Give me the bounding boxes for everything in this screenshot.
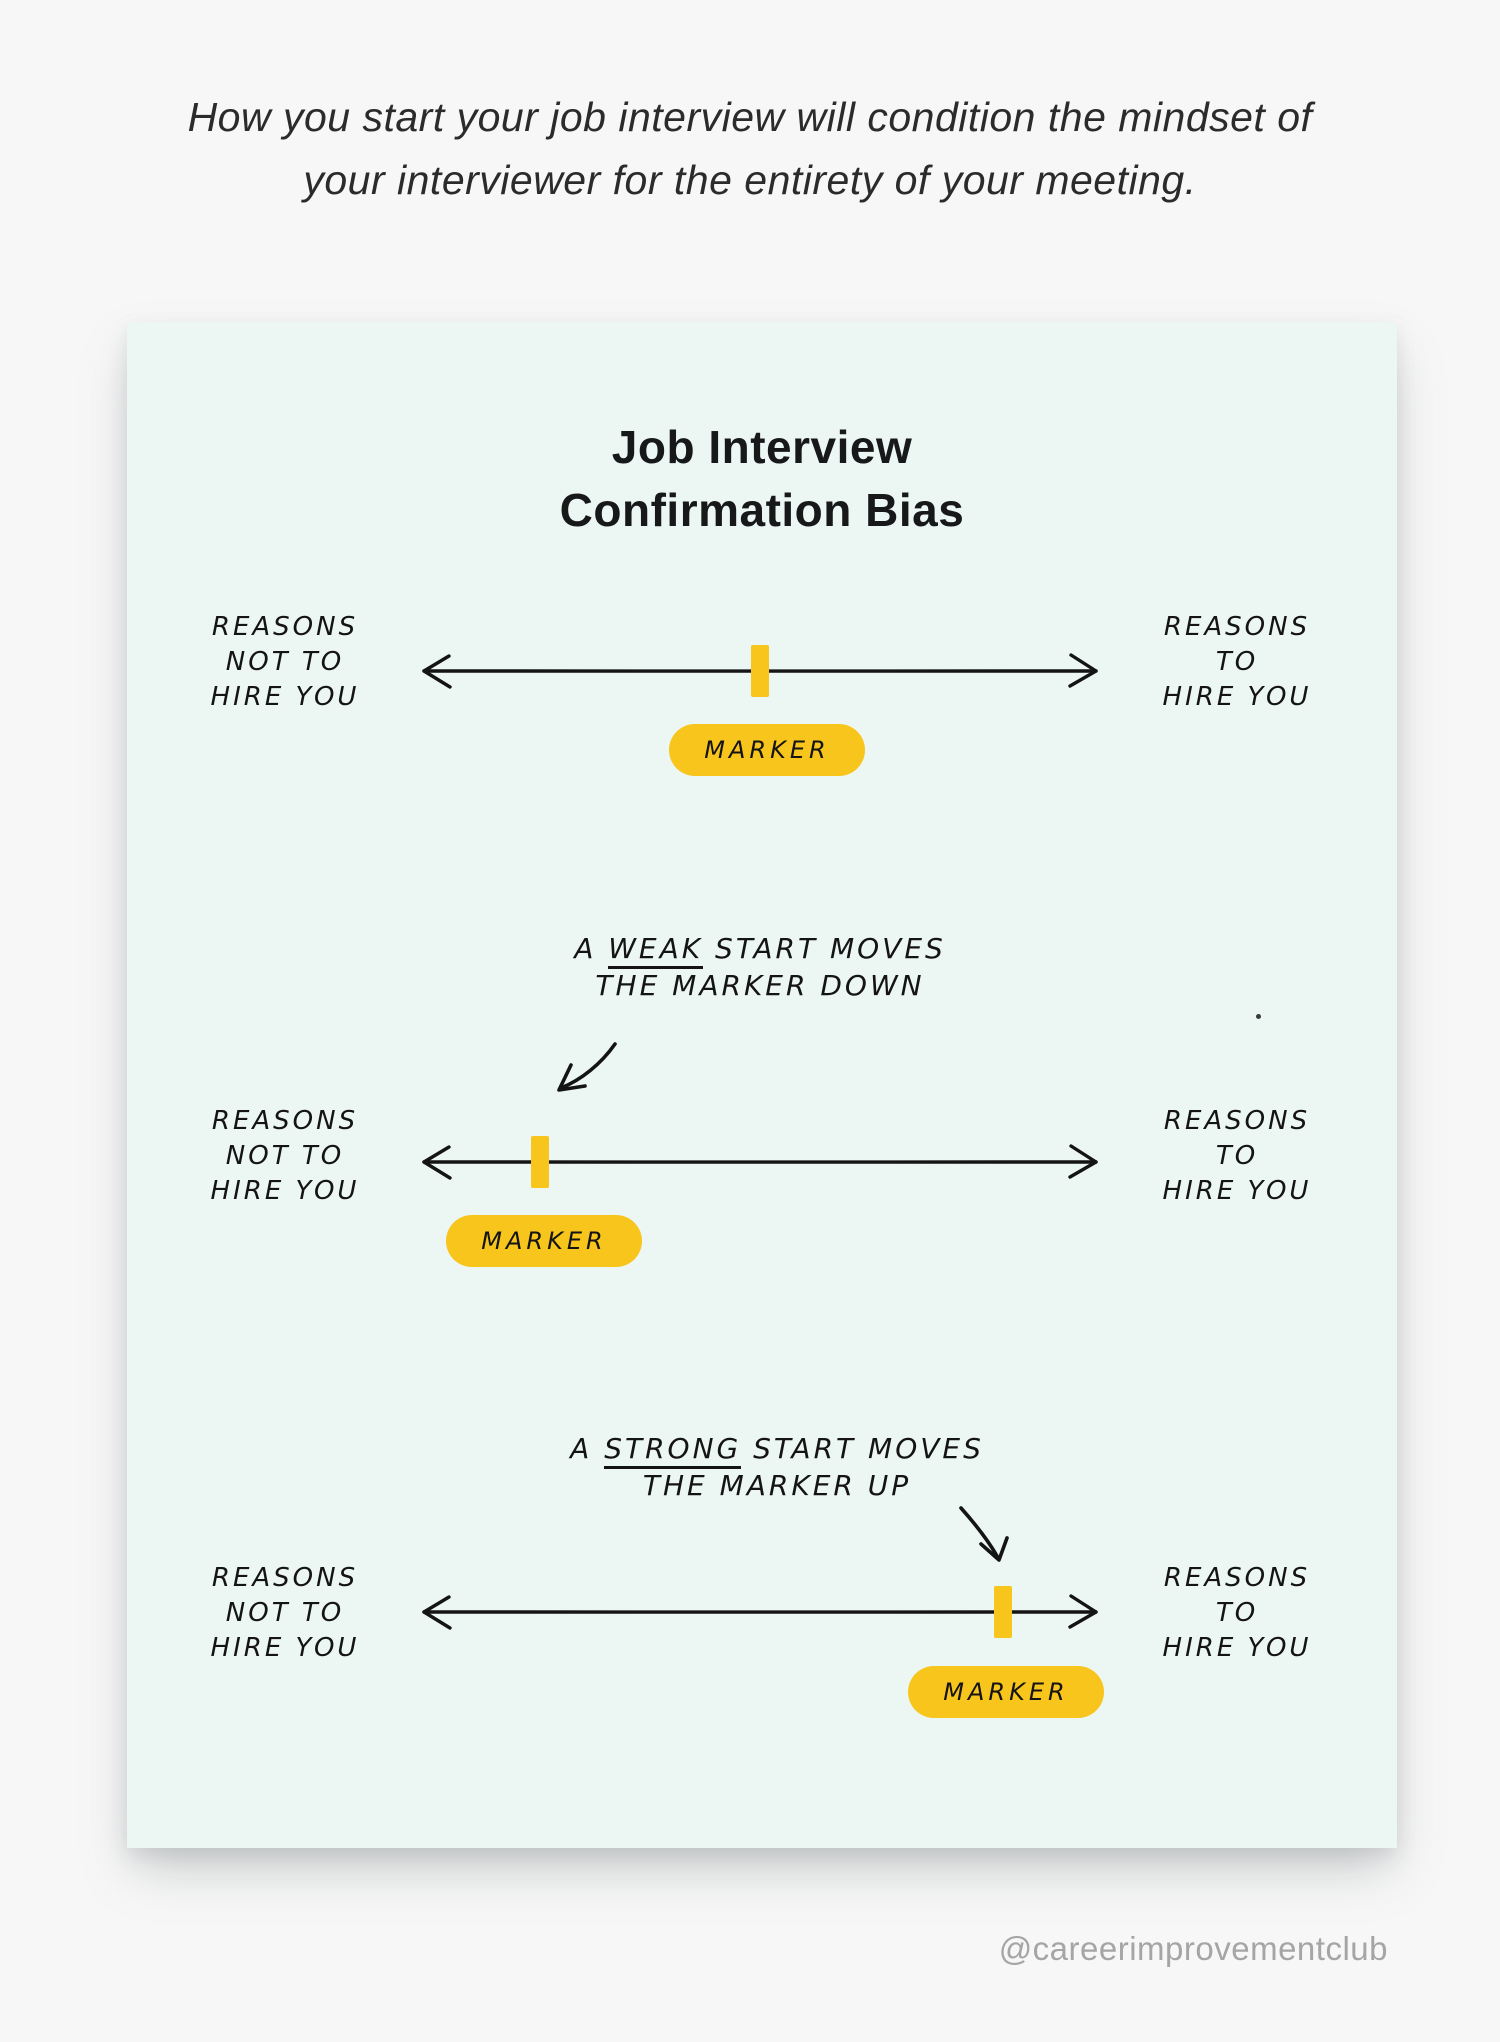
marker-pill: MARKER (669, 724, 865, 776)
headline-line-2: your interviewer for the entirety of you… (303, 157, 1197, 203)
marker-pill-label: MARKER (481, 1227, 607, 1255)
annotation-weak: A WEAK START MOVES THE MARKER DOWN (410, 930, 1110, 1004)
card-title-line-2: Confirmation Bias (559, 484, 965, 536)
curved-arrow-down-left-icon (557, 1042, 617, 1092)
marker-tick (531, 1136, 549, 1188)
card-title: Job Interview Confirmation Bias (127, 416, 1397, 542)
infographic-card: Job Interview Confirmation Bias REASONS … (127, 322, 1397, 1848)
axis-label-right-line: REASONS (1163, 1106, 1311, 1136)
axis-label-right: REASONS TO HIRE YOU (1077, 1104, 1397, 1209)
marker-tick (994, 1586, 1012, 1638)
axis-label-right-line: HIRE YOU (1162, 1633, 1312, 1663)
axis-label-left-line: REASONS (211, 1563, 359, 1593)
underlined-word: WEAK (608, 932, 704, 969)
axis-label-left-line: HIRE YOU (210, 682, 360, 712)
axis-label-left: REASONS NOT TO HIRE YOU (125, 1561, 445, 1666)
axis-label-left-line: HIRE YOU (210, 1176, 360, 1206)
underlined-word: STRONG (604, 1432, 742, 1469)
axis-label-right-line: REASONS (1163, 612, 1311, 642)
axis-label-right-line: REASONS (1163, 1563, 1311, 1593)
axis-label-left-line: NOT TO (225, 1598, 345, 1628)
headline-line-1: How you start your job interview will co… (187, 94, 1313, 140)
annotation-weak-line-2: THE MARKER DOWN (595, 969, 925, 1002)
curved-arrow-down-right-icon (959, 1506, 1009, 1562)
marker-pill-label: MARKER (943, 1678, 1069, 1706)
axis-label-left: REASONS NOT TO HIRE YOU (125, 610, 445, 715)
annotation-strong-line-1: A STRONG START MOVES (427, 1430, 1127, 1469)
axis-label-right-line: TO (1215, 1141, 1259, 1171)
marker-pill: MARKER (446, 1215, 642, 1267)
marker-pill-label: MARKER (704, 736, 830, 764)
axis-label-left-line: REASONS (211, 612, 359, 642)
axis-label-right: REASONS TO HIRE YOU (1077, 1561, 1397, 1666)
axis-label-right-line: HIRE YOU (1162, 682, 1312, 712)
axis-label-left-line: REASONS (211, 1106, 359, 1136)
annotation-strong-line-2: THE MARKER UP (642, 1469, 912, 1502)
annotation-strong: A STRONG START MOVES THE MARKER UP (427, 1430, 1127, 1504)
axis-label-left: REASONS NOT TO HIRE YOU (125, 1104, 445, 1209)
annotation-weak-line-1: A WEAK START MOVES (410, 930, 1110, 969)
axis-label-right-line: TO (1215, 1598, 1259, 1628)
axis-label-right: REASONS TO HIRE YOU (1077, 610, 1397, 715)
axis-label-left-line: NOT TO (225, 1141, 345, 1171)
watermark-handle: @careerimprovementclub (998, 1930, 1388, 1967)
axis-label-left-line: NOT TO (225, 647, 345, 677)
axis-label-left-line: HIRE YOU (210, 1633, 360, 1663)
axis-label-right-line: TO (1215, 647, 1259, 677)
page-headline: How you start your job interview will co… (0, 86, 1500, 212)
axis-label-right-line: HIRE YOU (1162, 1176, 1312, 1206)
marker-tick (751, 645, 769, 697)
marker-pill: MARKER (908, 1666, 1104, 1718)
ink-dot (1256, 1014, 1261, 1019)
card-title-line-1: Job Interview (611, 421, 913, 473)
double-arrow-icon (422, 1144, 1098, 1180)
